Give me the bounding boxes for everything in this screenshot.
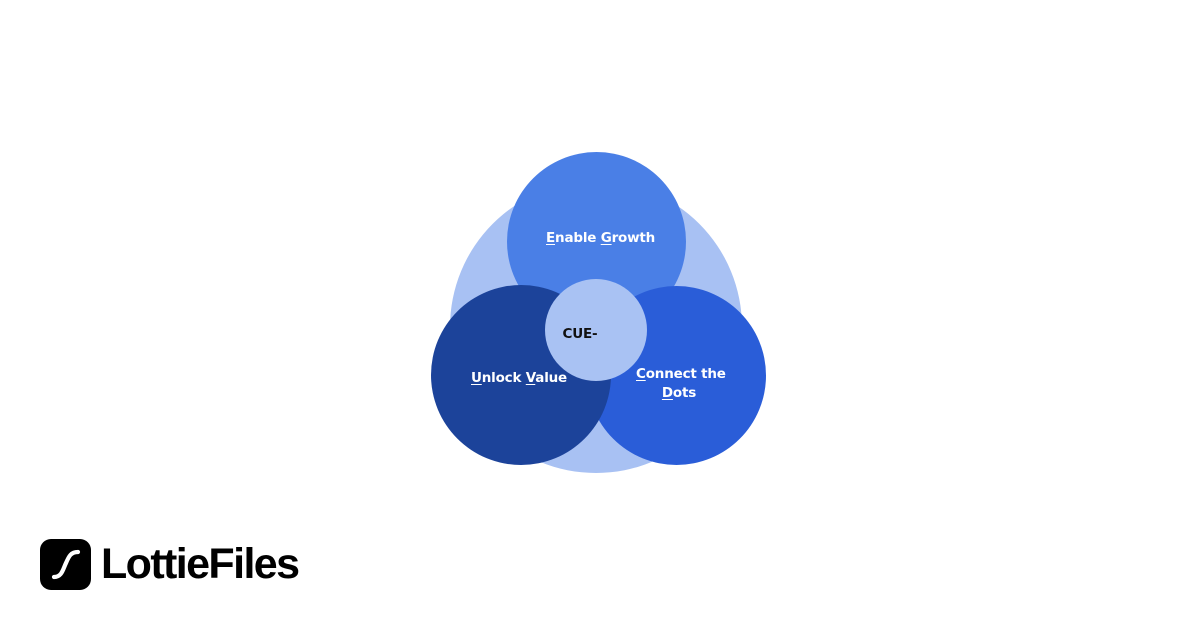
enable-growth-word1-rest: nable (555, 230, 597, 246)
enable-growth-word1-initial: E (546, 230, 556, 246)
unlock-value-word1-rest: nlock (481, 370, 522, 386)
dots-initial: D (661, 385, 673, 401)
logo-text: LottieFiles (101, 539, 300, 588)
enable-growth-word2-initial: G (600, 230, 612, 246)
unlock-value-word2-initial: V (525, 370, 536, 386)
connect-rest: onnect the (645, 366, 726, 382)
enable-growth-word2-rest: rowth (611, 230, 656, 246)
center-label: CUE- (562, 326, 598, 342)
unlock-value-word1-initial: U (471, 370, 482, 386)
connect-the-dots-line1: Connect the (636, 365, 726, 384)
connect-initial: C (636, 366, 646, 382)
connect-the-dots-label: Connect the Dots (636, 365, 726, 403)
center-circle (545, 279, 647, 381)
lottie-s-curve-icon (40, 538, 91, 590)
unlock-value-word2-rest: alue (535, 370, 567, 386)
connect-the-dots-line2: Dots (636, 384, 722, 403)
dots-rest: ots (672, 385, 697, 401)
lottiefiles-logo: LottieFiles (40, 538, 300, 590)
enable-growth-label: Enable Growth (546, 229, 655, 248)
unlock-value-label: Unlock Value (471, 369, 567, 388)
